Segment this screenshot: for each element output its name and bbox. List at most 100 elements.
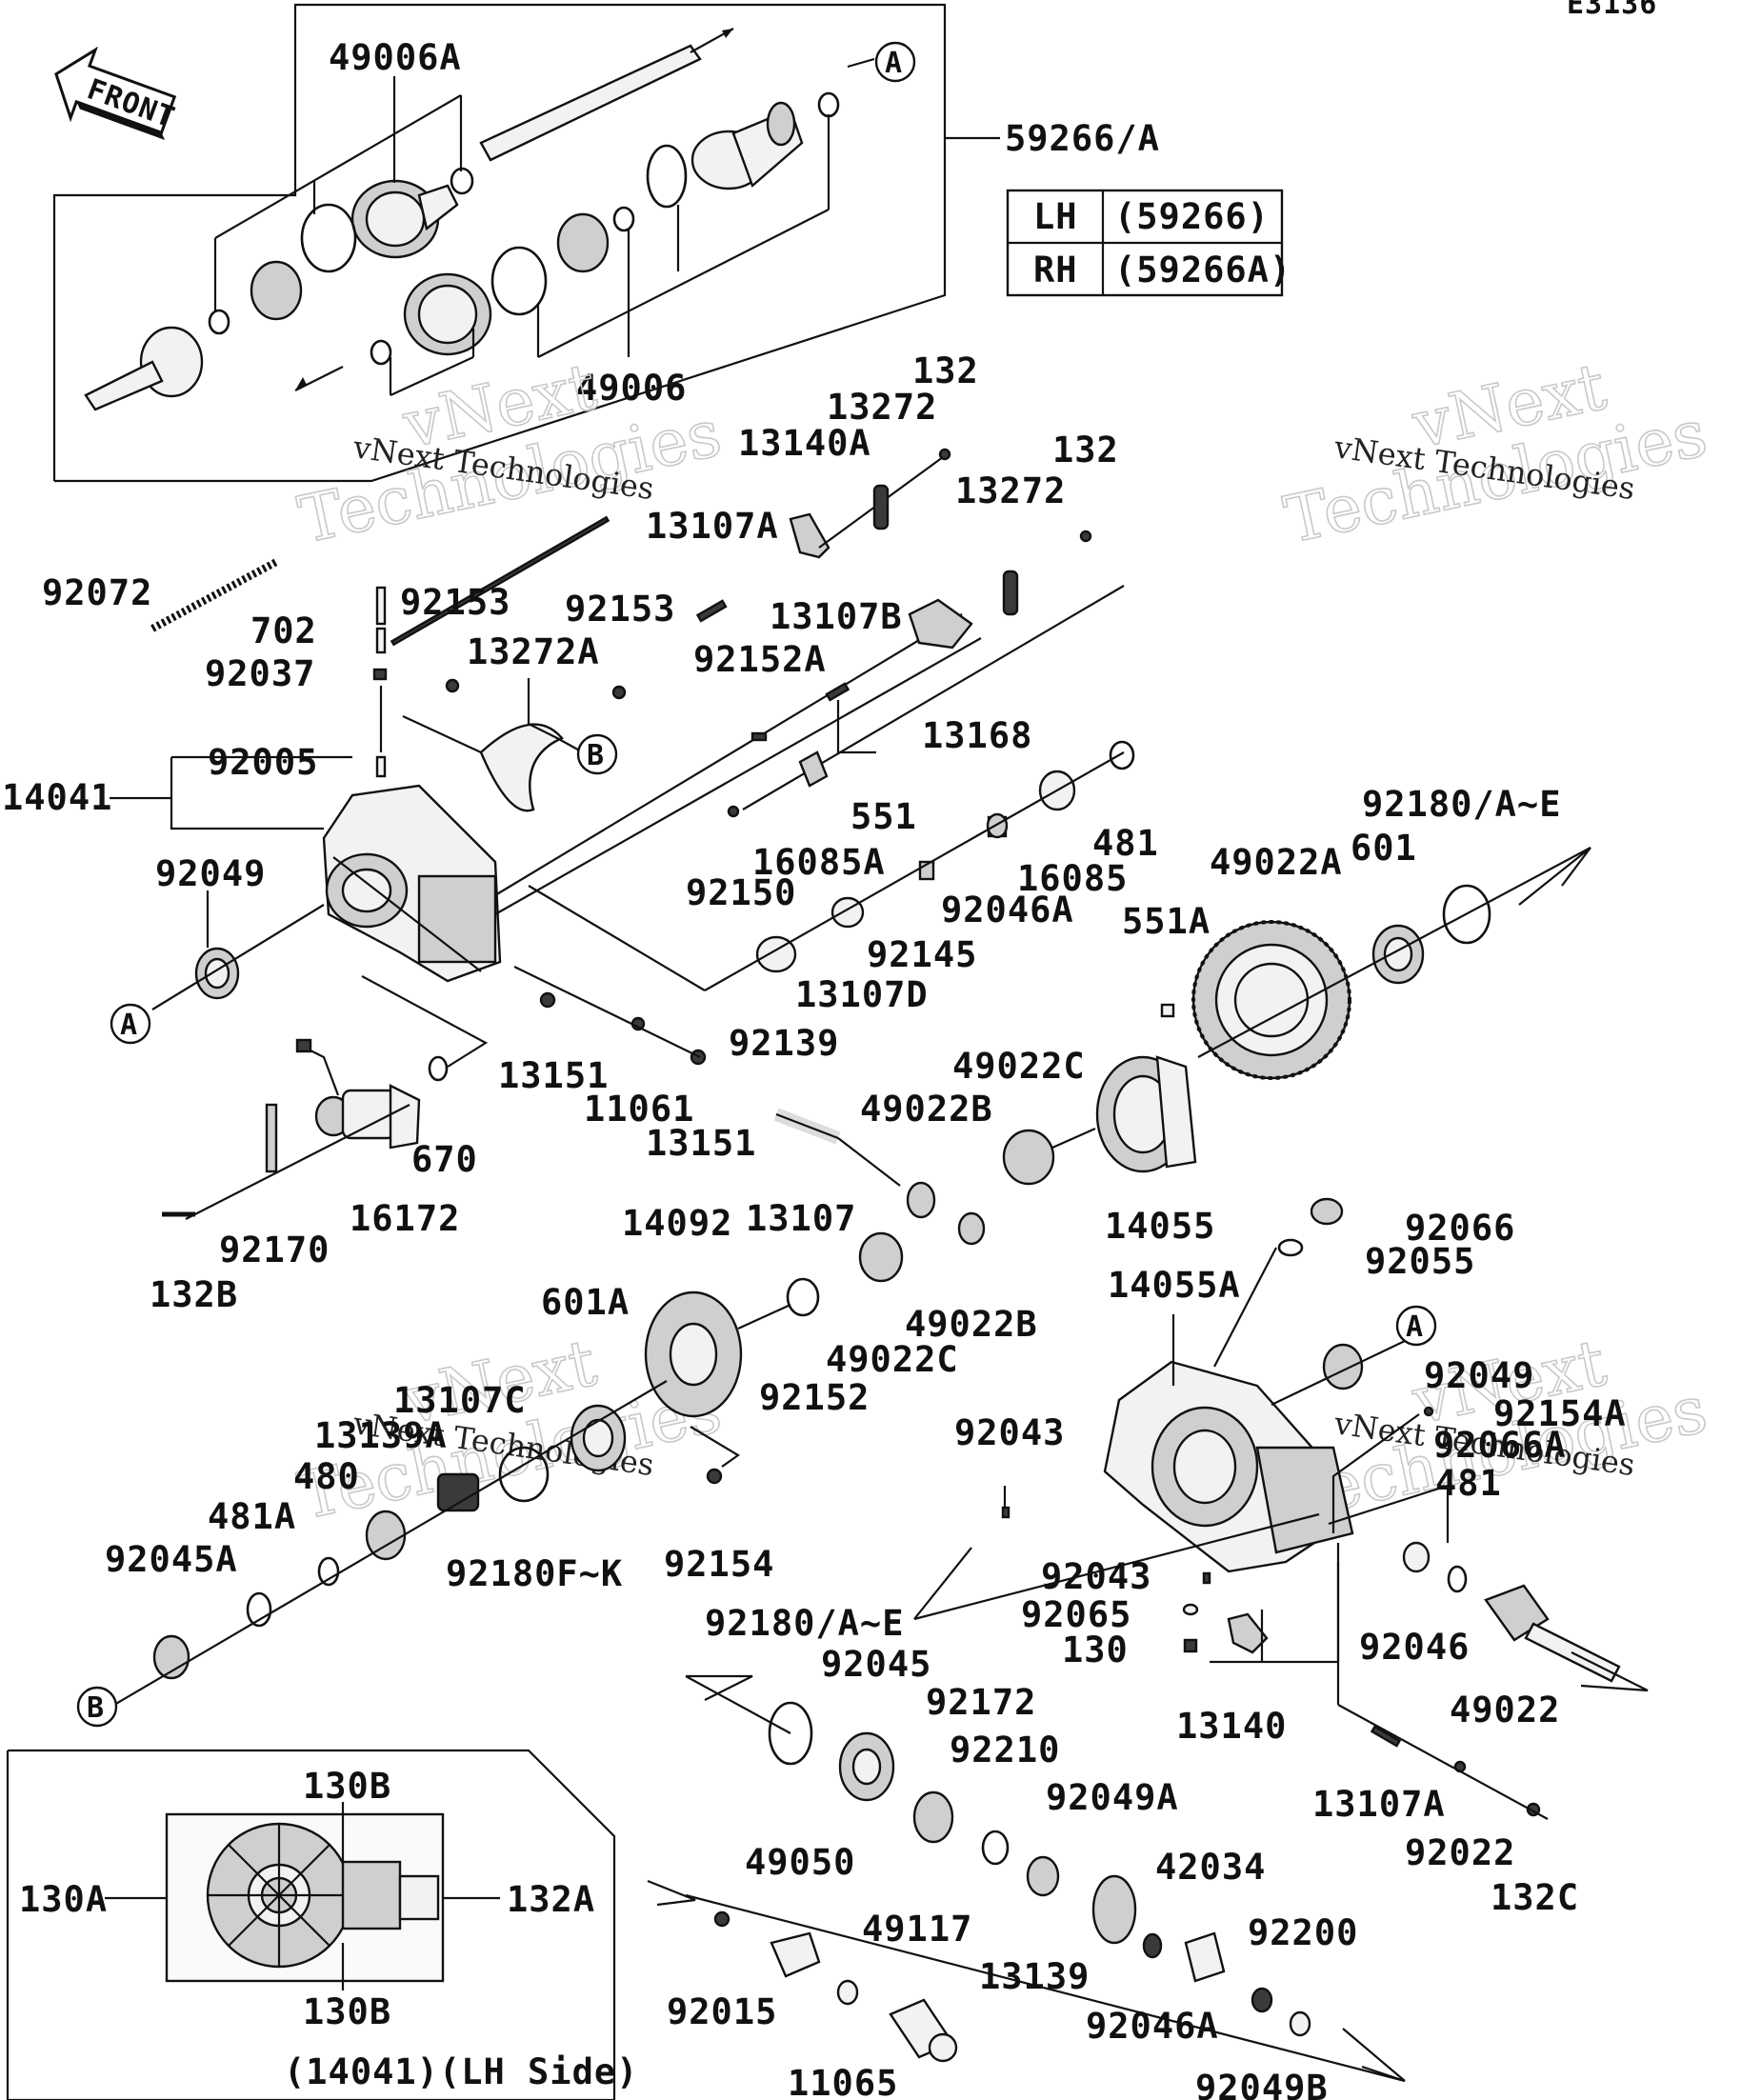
inner-cv-joint-icon [84, 326, 344, 411]
part-label: 16172 [350, 1198, 460, 1239]
leader [113, 1380, 668, 1706]
leader [836, 700, 876, 754]
shim-ring-icon [786, 1277, 820, 1317]
part-label: 13140A [738, 423, 871, 464]
outer-cv-joint-icon [690, 101, 804, 190]
part-label: 92045 [821, 1644, 931, 1685]
leader [1051, 1127, 1096, 1150]
part-label: 13107 [746, 1198, 856, 1239]
gear-case-14041-icon [322, 784, 502, 983]
part-label: 92043 [954, 1412, 1065, 1453]
part-label: 13107A [1312, 1784, 1446, 1825]
arrow-icon [1571, 1651, 1649, 1692]
bearing-icon [365, 1510, 407, 1561]
pin-icon [1423, 1406, 1434, 1417]
gear-shaft-parts [528, 585, 1135, 991]
part-label: 480 [293, 1456, 360, 1497]
part-label: 130B [303, 1991, 391, 2032]
side-table: LH (59266) RH (59266A) [1006, 189, 1291, 297]
part-label: 13107D [795, 974, 929, 1015]
part-label: 132B [150, 1274, 238, 1315]
part-label: 92055 [1365, 1241, 1475, 1282]
part-label: 92022 [1405, 1832, 1515, 1873]
pin-icon [372, 668, 388, 681]
ref-mark-label: B [87, 1691, 105, 1725]
part-label: 481 [1435, 1463, 1502, 1504]
part-label: 92043 [1041, 1556, 1151, 1597]
axle-shaft-group: FRONT [52, 3, 1000, 483]
part-label: 92015 [667, 1991, 777, 2032]
side-table-lh-code: (59266) [1114, 196, 1270, 237]
leader [847, 57, 875, 69]
part-label: 92049 [1424, 1355, 1534, 1396]
sleeve-icon [798, 750, 829, 788]
leader [685, 1675, 791, 1734]
circlip-icon [1447, 1565, 1468, 1593]
part-label: 49022C [952, 1046, 1086, 1087]
part-label: 130A [19, 1879, 108, 1920]
part-label: 92180/A~E [1362, 784, 1561, 825]
bolt-icon [727, 805, 740, 818]
leader [528, 885, 706, 991]
part-label: 13272 [955, 470, 1066, 511]
leader [837, 1137, 901, 1187]
part-label: 42034 [1155, 1847, 1266, 1888]
part-label: 92066 [1405, 1208, 1515, 1249]
part-label: 92152 [759, 1377, 870, 1418]
part-label: 14055A [1108, 1265, 1241, 1306]
axle-group-outline [52, 3, 947, 483]
pin-icon [1001, 1506, 1011, 1519]
part-label: 92180F~K [446, 1553, 623, 1594]
part-label: 92145 [867, 934, 977, 975]
circlip-icon [1109, 740, 1135, 770]
part-label: 49022 [1450, 1690, 1560, 1730]
diagram-id: E3136 [1567, 0, 1657, 21]
bolt-icon [706, 1468, 723, 1485]
shim-ring-icon [768, 1701, 813, 1766]
arrow-icon [1518, 847, 1591, 906]
part-label: 49022B [860, 1089, 993, 1130]
washer-icon [1289, 2010, 1311, 2037]
leader [170, 757, 324, 830]
inset-box [6, 1749, 616, 2100]
ref-mark-label: B [587, 739, 605, 772]
final-case-icon [1103, 1360, 1354, 1573]
leader [913, 1512, 1320, 1621]
drive-shaft-icon [479, 28, 734, 162]
part-label: 49006A [329, 37, 462, 78]
part-label: 92005 [208, 742, 318, 783]
ref-mark-label: A [1406, 1310, 1424, 1344]
part-label: 132 [912, 350, 979, 391]
part-label: 132C [1491, 1877, 1579, 1918]
part-label: 49117 [862, 1909, 972, 1950]
part-label: 92066A [1433, 1425, 1567, 1466]
arrow-icon [647, 1879, 696, 1907]
actuator-motor-icon [295, 1038, 421, 1150]
bolt-icon [539, 991, 556, 1009]
part-label: 92180/A~E [705, 1603, 904, 1644]
part-label: 92154A [1493, 1393, 1627, 1434]
washer-icon [836, 1979, 859, 2006]
pin-icon [375, 627, 387, 654]
boot-band-large-icon [490, 246, 548, 316]
part-label: 92170 [219, 1230, 330, 1270]
flange-icon [644, 1290, 743, 1418]
bearing-icon [1402, 1541, 1431, 1573]
part-labels: 132 13272 13140A 13107A 132 13272 92072 … [2, 350, 1627, 2100]
collar-icon [981, 1830, 1010, 1866]
part-label: 481 [1092, 823, 1159, 864]
pin-icon [375, 755, 387, 778]
part-label: 130 [1062, 1630, 1129, 1670]
o-ring-icon [1277, 1238, 1304, 1257]
bearing-inner-icon [851, 1748, 882, 1786]
pinion-gear-icon [906, 1181, 936, 1219]
part-label: 132 [1052, 430, 1119, 470]
part-label: 49022A [1210, 842, 1343, 883]
pin-icon [1160, 1003, 1175, 1018]
bolt-icon [445, 678, 460, 693]
part-label: 92153 [400, 582, 510, 623]
leader [1197, 847, 1591, 1058]
part-label: 16085A [752, 842, 886, 883]
part-label: 16085 [1017, 858, 1128, 899]
side-gear-icon [1002, 1129, 1055, 1186]
